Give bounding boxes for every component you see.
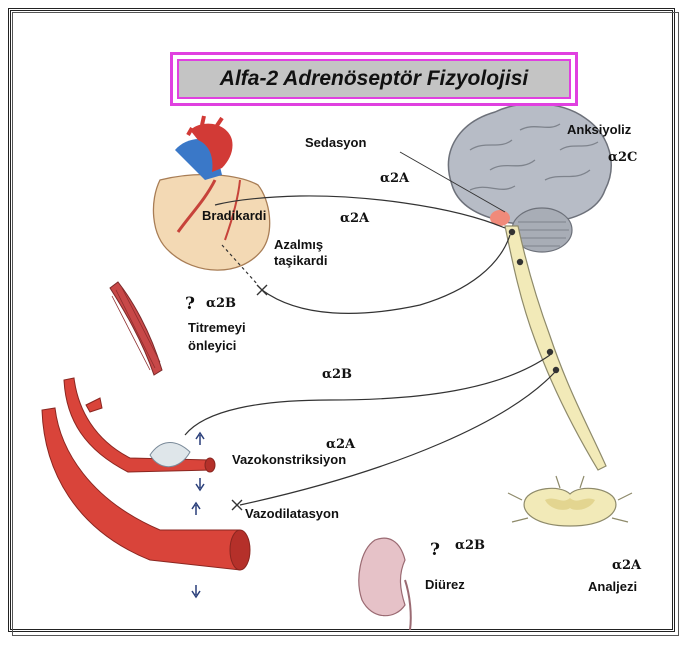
label-vazokonstriksiyon: Vazokonstriksiyon bbox=[232, 452, 346, 467]
label-titremeyi-line2: önleyici bbox=[188, 338, 236, 353]
artery-illustration bbox=[42, 378, 250, 597]
page-title: Alfa-2 Adrenöseptör Fizyolojisi bbox=[220, 67, 528, 91]
label-diurez: Diürez bbox=[425, 577, 465, 592]
spinal-cross-section-illustration bbox=[508, 476, 632, 526]
label-sedasyon: Sedasyon bbox=[305, 135, 366, 150]
label-bradikardi: Bradikardi bbox=[202, 208, 266, 223]
receptor-anxiolysis: α2C bbox=[608, 150, 637, 165]
label-vazodilatasyon: Vazodilatasyon bbox=[245, 506, 339, 521]
receptor-diuresis: α2B bbox=[455, 538, 485, 553]
receptor-sedation: α2A bbox=[380, 171, 409, 186]
question-mark-diuresis: ? bbox=[430, 540, 440, 560]
heart-illustration bbox=[153, 116, 269, 270]
receptor-heart: α2A bbox=[340, 211, 369, 226]
muscle-illustration bbox=[110, 282, 162, 375]
label-azalmis-line2: taşikardi bbox=[274, 253, 327, 268]
question-mark-shivering: ? bbox=[185, 294, 195, 314]
receptor-analgesia: α2A bbox=[612, 558, 641, 573]
title-panel: Alfa-2 Adrenöseptör Fizyolojisi bbox=[177, 59, 571, 99]
receptor-shivering: α2B bbox=[206, 296, 236, 311]
title-box: Alfa-2 Adrenöseptör Fizyolojisi bbox=[170, 52, 578, 106]
label-azalmis-line1: Azalmış bbox=[274, 237, 323, 252]
label-anksiyoliz: Anksiyoliz bbox=[567, 122, 631, 137]
receptor-vasoconstriction: α2A bbox=[326, 437, 355, 452]
label-titremeyi-line1: Titremeyi bbox=[188, 320, 246, 335]
kidney-illustration bbox=[359, 538, 411, 630]
label-analjezi: Analjezi bbox=[588, 579, 637, 594]
synapse-marks bbox=[232, 230, 559, 511]
receptor-middle: α2B bbox=[322, 367, 352, 382]
